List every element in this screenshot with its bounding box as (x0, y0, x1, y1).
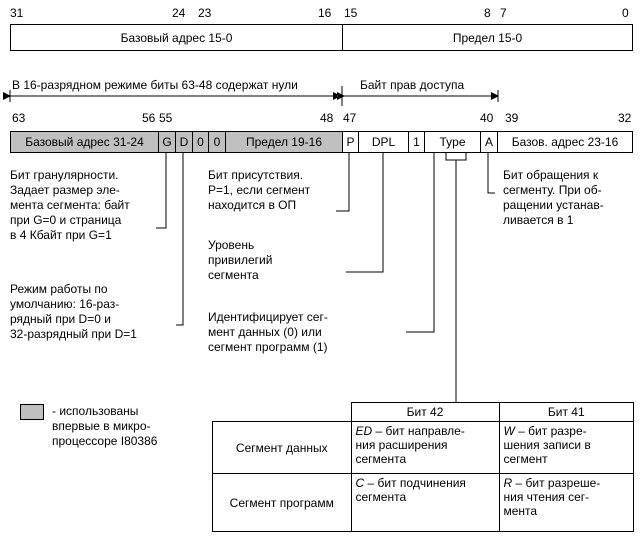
low-word-register: Базовый адрес 15-0 Предел 15-0 (10, 24, 633, 51)
bit-23-label: 23 (198, 6, 212, 20)
bit-39-label: 39 (505, 111, 519, 125)
one-bit-field: 1 (409, 132, 425, 152)
a-bit-field: A (481, 132, 498, 152)
limit-15-0-field: Предел 15-0 (452, 31, 523, 45)
limit-19-16-field: Предел 19-16 (226, 132, 343, 152)
bit-32-label: 32 (618, 111, 632, 125)
zero-bit-field-2: 0 (209, 132, 226, 152)
bit-16-label: 16 (318, 6, 332, 20)
bits-63-48-note: В 16-разрядном режиме биты 63-48 содержа… (12, 78, 298, 92)
row-code-segment-label: Сегмент программ (212, 473, 352, 532)
bit-55-label: 55 (159, 111, 173, 125)
a-pointer (487, 153, 495, 194)
bit-47-label: 47 (343, 111, 357, 125)
bit-8-label: 8 (484, 6, 491, 20)
g-pointer (156, 153, 167, 229)
base-23-16-field: Базов. адрес 23-16 (511, 135, 619, 149)
g-bit-field: G (159, 132, 176, 152)
col-bit-41-header: Бит 41 (498, 402, 634, 422)
type-description: Идентифицирует сег-мент данных (0) или с… (208, 310, 328, 354)
bit-63-label: 63 (12, 111, 26, 125)
r-bit-cell: R – бит разреше- ния чтения сег-мента (498, 473, 634, 532)
type-pointer (406, 153, 435, 333)
bit-0-label: 0 (622, 6, 629, 20)
bits-42-41-table: Бит 42 Бит 41 Сегмент данных ED – бит на… (212, 402, 634, 532)
bit-15-label: 15 (344, 6, 358, 20)
zero-bit-field-1: 0 (193, 132, 209, 152)
bit-48-label: 48 (320, 111, 334, 125)
p-pointer (336, 153, 350, 212)
high-word-register: Базовый адрес 31-24 G D 0 0 Предел 19-16… (10, 131, 633, 153)
col-bit-42-header: Бит 42 (350, 402, 500, 422)
p-description: Бит присутствия.P=1, если сегмент находи… (208, 168, 311, 212)
g-description: Бит гранулярности.Задает размер эле- мен… (10, 168, 130, 242)
bit-40-label: 40 (480, 111, 494, 125)
row-data-segment-label: Сегмент данных (212, 421, 352, 474)
legend-gray-swatch (20, 404, 44, 420)
bit-31-label: 31 (10, 6, 24, 20)
bit-7-label: 7 (500, 6, 507, 20)
d-bit-field: D (176, 132, 193, 152)
base-31-24-field: Базовый адрес 31-24 (11, 132, 159, 152)
p-bit-field: P (343, 132, 359, 152)
bit-56-label: 56 (142, 111, 156, 125)
bit-24-label: 24 (172, 6, 186, 20)
access-byte-note: Байт прав доступа (360, 78, 465, 92)
base-15-0-field: Базовый адрес 15-0 (11, 25, 343, 50)
c-bit-cell: C – бит подчинения сегмента (350, 473, 500, 532)
dpl-pointer (346, 153, 384, 273)
d-pointer (176, 153, 184, 326)
dpl-field: DPL (359, 132, 409, 152)
type-field: Type (425, 132, 481, 152)
